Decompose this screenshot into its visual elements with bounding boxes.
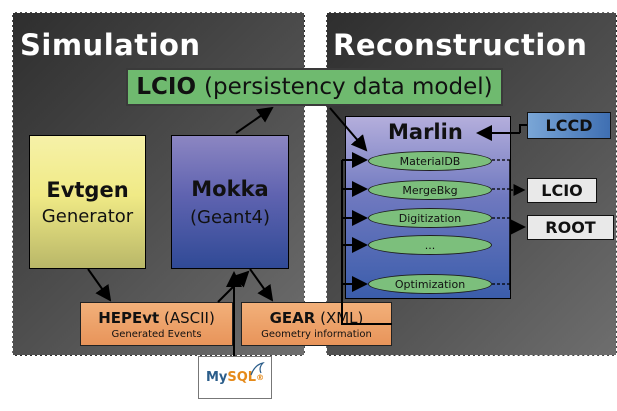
lcio-output-box: LCIO — [527, 178, 597, 203]
simulation-title: Simulation — [20, 28, 201, 62]
gear-caption: Geometry information — [261, 328, 372, 340]
mokka-engine: (Geant4) — [189, 206, 270, 228]
processor-materialdb: MaterialDB — [368, 151, 492, 171]
lcio-banner-name: LCIO — [136, 74, 197, 100]
hepevt-format: (ASCII) — [163, 308, 215, 327]
evtgen-box: Evtgen Generator — [29, 135, 146, 269]
mysql-logo-sql: SQL — [227, 370, 257, 385]
lccd-box: LCCD — [527, 112, 611, 139]
gear-box: GEAR (XML) Geometry information — [241, 302, 392, 346]
marlin-title: Marlin — [388, 120, 463, 144]
processor-mergebkg: MergeBkg — [368, 180, 492, 200]
gear-name: GEAR — [269, 308, 316, 327]
reconstruction-title: Reconstruction — [333, 28, 588, 62]
evtgen-role: Generator — [41, 205, 134, 227]
processor-optimization: Optimization — [368, 274, 492, 294]
processor-digitization: Digitization — [368, 208, 492, 228]
hepevt-name: HEPEvt — [98, 308, 160, 327]
processor-ellipsis: ... — [368, 235, 492, 255]
gear-format: (XML) — [320, 308, 364, 327]
lcio-persistency-banner: LCIO (persistency data model) — [126, 68, 503, 106]
root-output-box: ROOT — [527, 215, 614, 240]
evtgen-name: Evtgen — [46, 177, 129, 202]
lcio-banner-description: (persistency data model) — [204, 74, 493, 100]
mysql-logo-trademark: ® — [256, 373, 265, 382]
dolphin-icon — [250, 362, 265, 376]
mokka-name: Mokka — [191, 176, 269, 201]
hepevt-caption: Generated Events — [111, 328, 202, 340]
mysql-logo-my: My — [205, 370, 228, 385]
mokka-box: Mokka (Geant4) — [171, 135, 289, 269]
hepevt-box: HEPEvt (ASCII) Generated Events — [80, 302, 233, 346]
